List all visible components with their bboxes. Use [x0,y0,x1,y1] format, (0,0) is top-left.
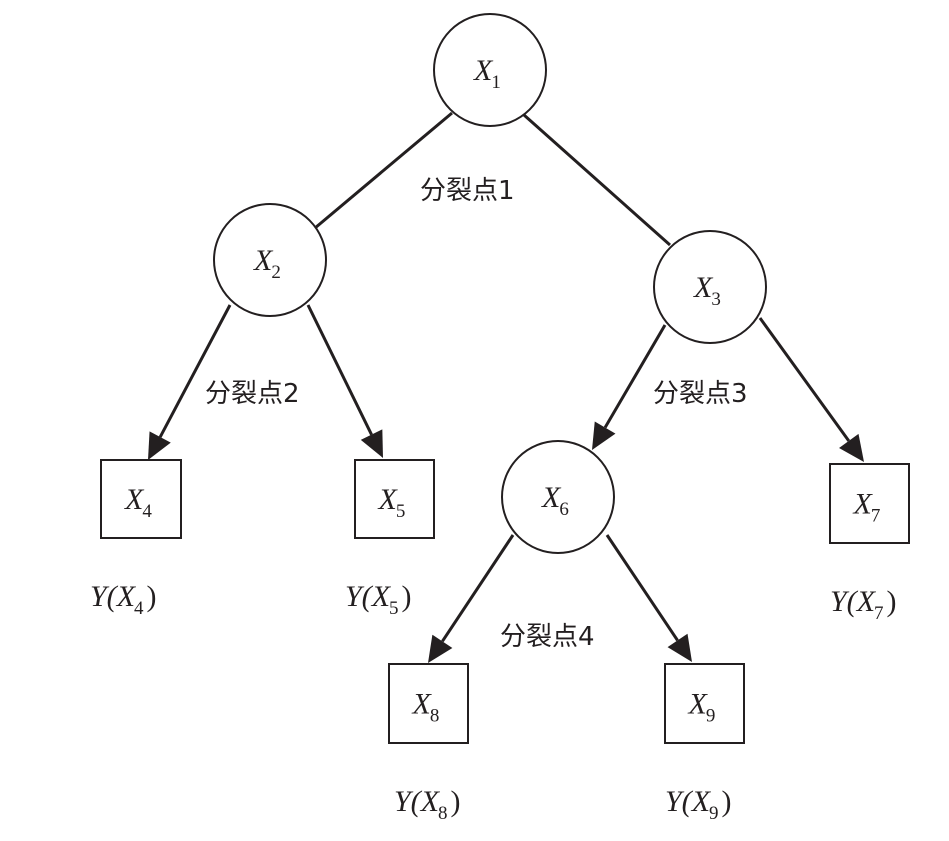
node-x3: X3 [653,230,767,344]
edge-x6-x9 [605,534,679,642]
split-label-1: 分裂点1 [420,176,515,206]
split-labels: 分裂点1 分裂点2 分裂点3 分裂点4 [205,176,748,652]
arrowhead-x3-x6 [592,421,616,450]
edge-x3-x7 [758,317,850,442]
split-label-3: 分裂点3 [653,379,748,409]
output-label-y8: Y(X8) [394,785,461,824]
edge-x1-x3 [523,113,671,247]
output-label-y5: Y(X5) [345,580,412,619]
circle-node-shape [653,230,767,344]
node-x7: X7 [829,463,910,544]
output-label-y9: Y(X9) [665,785,732,824]
edge-x3-x6 [603,324,667,429]
circle-node-shape [501,440,615,554]
square-node-shape [829,463,910,544]
edge-x1-x2 [314,111,453,230]
circle-node-shape [433,13,547,127]
node-x6: X6 [501,440,615,554]
square-node-shape [664,663,745,744]
output-label-y7: Y(X7) [830,585,897,624]
arrowhead-x6-x9 [667,633,692,662]
arrowhead-x2-x5 [360,429,383,458]
edge-x6-x8 [441,534,515,643]
square-node-shape [100,459,182,539]
arrowhead-x6-x8 [428,634,453,663]
split-label-4: 分裂点4 [500,622,595,652]
arrowhead-x2-x4 [148,431,171,460]
output-labels: Y(X4) Y(X5) Y(X7) Y(X8) Y(X9) [90,580,897,824]
node-x1: X1 [433,13,547,127]
node-x5: X5 [354,459,435,539]
split-label-2: 分裂点2 [205,379,300,409]
node-label-x3: X3 [693,271,721,310]
node-x9: X9 [664,663,745,744]
edges [148,111,864,663]
node-label-x5: X5 [378,483,406,522]
square-node-shape [388,663,469,744]
edge-x2-x4 [158,304,232,438]
node-x8: X8 [388,663,469,744]
output-label-y4: Y(X4) [90,580,157,619]
edge-x2-x5 [306,304,373,436]
circle-node-shape [213,203,327,317]
arrowhead-x3-x7 [839,433,864,462]
node-x2: X2 [213,203,327,317]
square-node-shape [354,459,435,539]
node-x4: X4 [100,459,182,539]
